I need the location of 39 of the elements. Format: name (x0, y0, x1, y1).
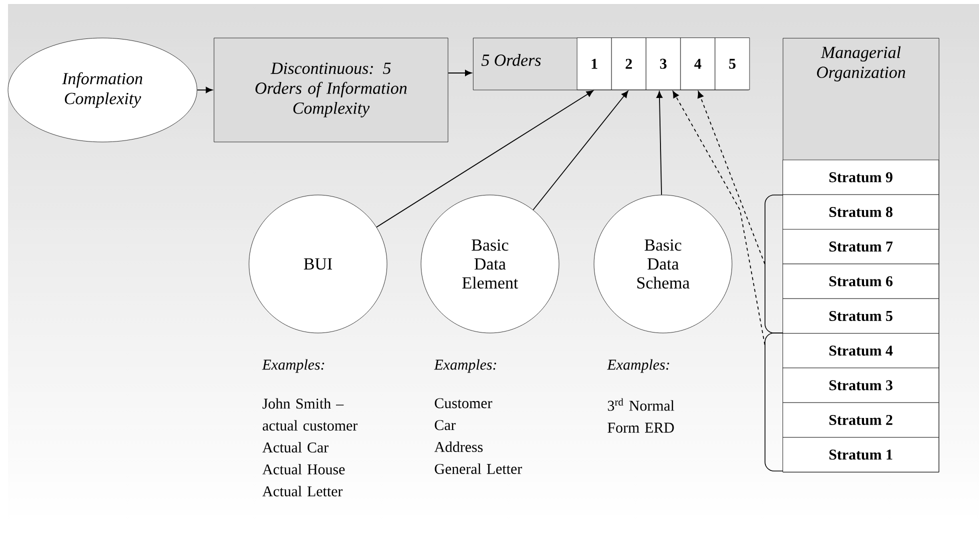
bracket (764, 194, 784, 334)
examples-heading: Examples: (434, 359, 496, 373)
stratum-cell: Stratum 5 (782, 298, 939, 334)
node-label: Customer (434, 398, 492, 408)
stratum-cell: Stratum 2 (782, 402, 939, 438)
stratum-cell: Stratum 7 (782, 229, 939, 264)
arrow (376, 90, 594, 228)
example-list: John Smith – actual customer Actual Car Actual House Actual Letter (262, 398, 358, 496)
stratum-cell: Stratum 6 (782, 264, 939, 299)
order-cell: 2 (611, 38, 646, 90)
arrow (656, 91, 663, 196)
arrow (672, 90, 766, 346)
examples-heading: Examples: (262, 359, 324, 373)
process-box: Discontinuous: 5 Orders of Information Complexity (214, 38, 448, 142)
stratum-cell: Stratum 1 (782, 437, 939, 472)
order-cell: 3 (646, 38, 681, 90)
node-label: Actual House (262, 464, 345, 474)
order-cell: 5 (714, 38, 750, 90)
node-label: General Letter (434, 463, 522, 474)
example-list: 3$^{rd}$ Normal Form ERD (608, 398, 674, 433)
order-cell: 1 (576, 38, 612, 90)
stratum-cell: Stratum 4 (782, 333, 939, 368)
arrow (196, 86, 213, 94)
stratum-cell: Stratum 8 (782, 194, 939, 230)
example-list: Customer Car Address General Letter (434, 398, 522, 474)
arrow (448, 70, 472, 76)
node-label: Actual Letter (262, 486, 343, 496)
node-label: John Smith – actual customer (262, 398, 358, 431)
node-label: Address (434, 442, 483, 452)
stratum-cell: Stratum 3 (782, 368, 939, 403)
node-label: Actual Car (262, 442, 328, 453)
bracket (764, 332, 784, 472)
examples-heading: Examples: (607, 359, 670, 373)
order-cell: 4 (680, 38, 716, 90)
arrow (698, 91, 766, 264)
ellipse-node: Information Complexity (8, 38, 198, 142)
stratum-cell: Stratum 9 (782, 160, 939, 195)
node-label: Car (434, 420, 456, 430)
arrow (532, 90, 628, 210)
